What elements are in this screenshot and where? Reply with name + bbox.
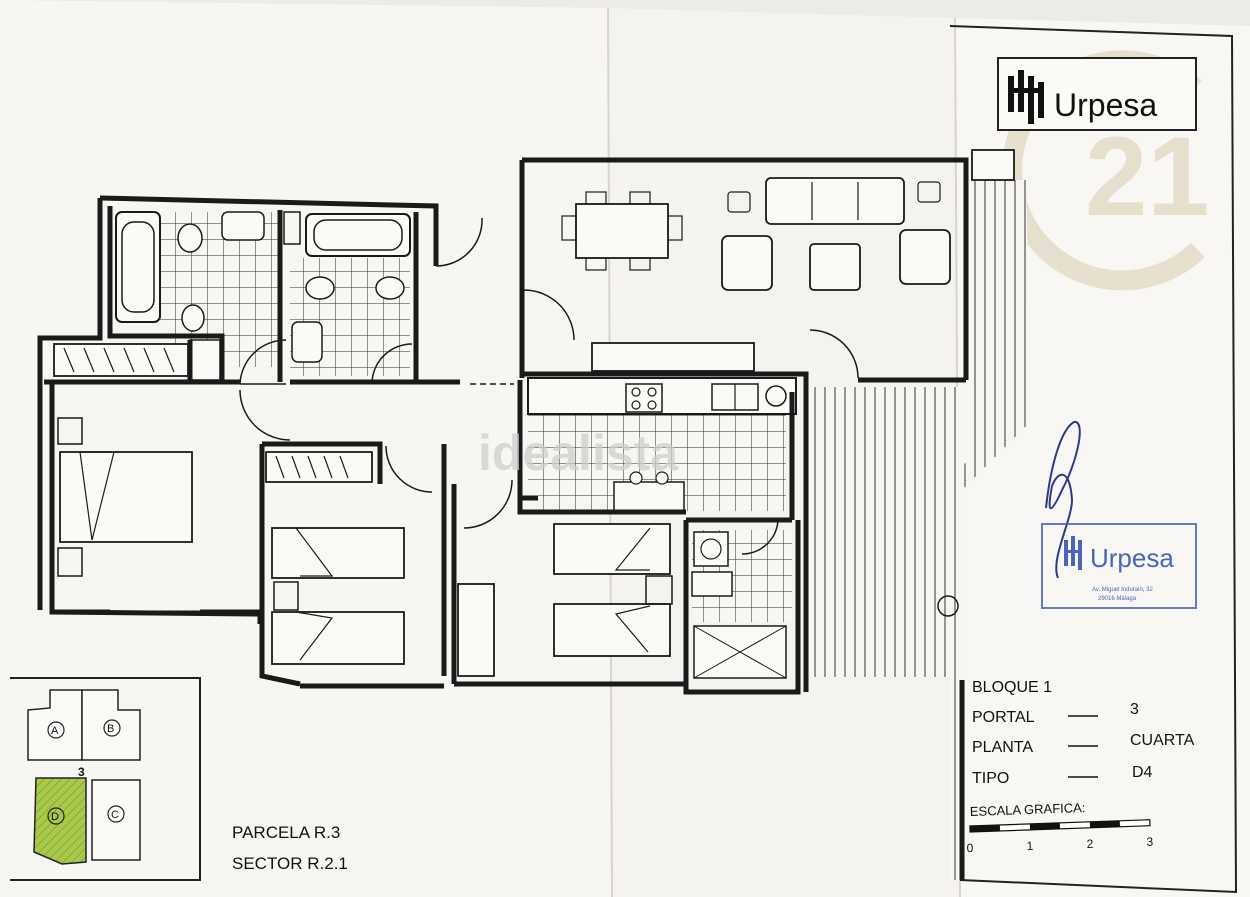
cooktop — [625, 383, 663, 413]
bathtub-2 — [305, 213, 411, 257]
bed-master — [59, 451, 193, 543]
toilet-1 — [177, 223, 203, 253]
tipo-label: TIPO — [972, 770, 1009, 787]
sink-1 — [221, 211, 265, 241]
washer — [765, 385, 787, 407]
terrace-deck — [806, 387, 962, 677]
handwritten-signature — [1045, 421, 1081, 579]
key-block-b-label: B — [107, 723, 114, 735]
planta-value: CUARTA — [1130, 732, 1195, 749]
portal-label: PORTAL — [972, 709, 1035, 726]
stamp-name: Urpesa — [1090, 543, 1174, 573]
dining-table — [575, 203, 669, 259]
stamp-logo-icon — [1064, 536, 1082, 570]
idealista-watermark: idealista — [478, 425, 679, 481]
key-block-d-label: D — [51, 811, 59, 823]
tv-unit — [591, 342, 755, 372]
key-plan: A B C D 3 — [10, 677, 201, 881]
key-portal-label: 3 — [78, 765, 85, 779]
walls — [37, 157, 969, 880]
doors — [150, 217, 859, 688]
bed-bedroom3-a — [553, 523, 671, 575]
portal-value: 3 — [1130, 701, 1139, 718]
bed-bedroom2-b — [271, 611, 405, 665]
shelf-1 — [189, 339, 221, 381]
sofa — [765, 177, 905, 225]
scale-tick-3: 3 — [1146, 835, 1153, 849]
stamp-address-line2: 29016 Málaga — [1098, 596, 1137, 602]
urpesa-logo: Urpesa — [997, 57, 1197, 131]
stamp-address-line1: Av. Miguel Indurain, 32 — [1092, 587, 1153, 593]
floor-plan — [37, 149, 1032, 880]
sector-label: SECTOR R.2.1 — [232, 854, 348, 873]
desk-bedroom3 — [457, 583, 495, 677]
sink-2 — [291, 321, 323, 363]
scale-tick-1: 1 — [1026, 839, 1033, 853]
bed-bedroom2-a — [271, 527, 405, 579]
bed-bedroom3-b — [553, 603, 671, 657]
wardrobe-bedroom2 — [265, 451, 373, 483]
bidet-2 — [375, 276, 405, 300]
info-block: BLOQUE 1 PORTAL 3 PLANTA CUARTA TIPO D4 — [972, 679, 1195, 787]
toilet-2 — [305, 276, 335, 300]
scale-tick-0: 0 — [966, 841, 973, 855]
scale-title: ESCALA GRAFICA: — [970, 800, 1086, 819]
bathtub-1 — [115, 211, 161, 323]
urpesa-stamp: Urpesa Av. Miguel Indurain, 32 29016 Mál… — [1041, 523, 1197, 609]
urpesa-logo-icon — [1008, 70, 1044, 124]
parcela-label: PARCELA R.3 — [232, 823, 340, 842]
graphic-scale: ESCALA GRAFICA: 0 1 2 3 — [966, 800, 1153, 855]
tipo-value: D4 — [1132, 764, 1153, 781]
planta-label: PLANTA — [972, 739, 1033, 756]
key-block-a-label: A — [51, 725, 59, 737]
scale-tick-2: 2 — [1086, 837, 1093, 851]
watermark-badge-number: 21 — [1085, 114, 1210, 239]
logo-name: Urpesa — [1054, 87, 1157, 123]
coffee-table — [809, 243, 861, 291]
terrace-strip — [950, 180, 1032, 880]
kitchen-table — [613, 481, 685, 513]
bidet-1 — [181, 304, 205, 332]
bloque-label: BLOQUE 1 — [972, 679, 1052, 696]
key-block-c-label: C — [111, 809, 119, 821]
key-block-d-highlight — [33, 777, 87, 865]
armchair-right — [899, 229, 951, 285]
armchair-left — [721, 235, 773, 291]
